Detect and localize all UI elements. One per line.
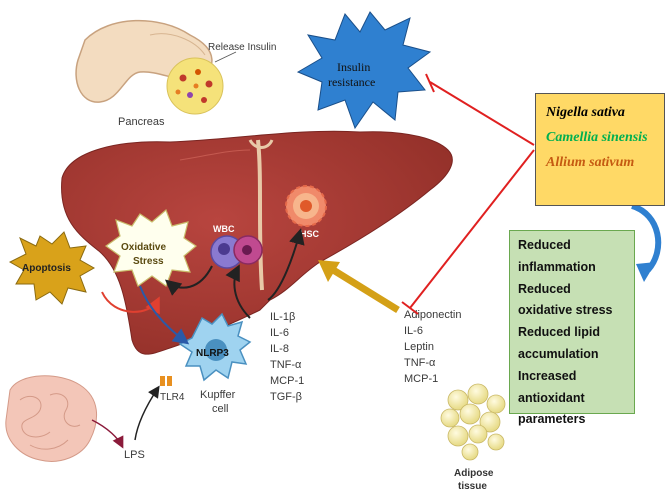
cytokine-item: IL-8 — [270, 343, 289, 355]
adipokine-item: MCP-1 — [404, 373, 438, 385]
lps-to-tlr4-arrow — [134, 385, 160, 441]
nlrp3-label: NLRP3 — [196, 348, 229, 359]
adipose-tissue — [440, 383, 506, 461]
wbc-label: WBC — [213, 224, 235, 234]
hsc-cell — [285, 185, 327, 227]
oxidative-stress-line2: Stress — [133, 256, 164, 267]
cytokine-item: MCP-1 — [270, 375, 304, 387]
lps-label: LPS — [124, 449, 145, 461]
herb-to-effects-arrow — [630, 203, 662, 282]
islet-pointer — [214, 51, 237, 63]
adipokine-list: Adiponectin IL-6 Leptin TNF-α MCP-1 — [404, 309, 462, 385]
effect-line: Reduced — [518, 281, 571, 296]
adipokine-item: IL-6 — [404, 325, 423, 337]
oxidative-stress-line1: Oxidative — [121, 242, 166, 253]
herb-nigella: Nigella sativa — [546, 105, 625, 120]
pancreas-label: Pancreas — [118, 116, 165, 128]
insulin-resistance-burst — [296, 11, 432, 130]
apoptosis-burst — [8, 231, 96, 305]
effect-line: accumulation — [518, 346, 599, 361]
herb-inhibition-lines — [401, 73, 535, 315]
adipokine-item: Adiponectin — [404, 309, 462, 321]
release-insulin-label: Release Insulin — [208, 42, 276, 53]
oxidative-to-apoptosis-arrow — [101, 291, 160, 315]
effect-line: inflammation — [518, 259, 596, 274]
wbc-to-oxidative-arrow — [164, 265, 213, 296]
herb-allium: Allium sativum — [546, 155, 635, 170]
kupffer-line1: Kupffer — [200, 389, 236, 401]
effect-line: antioxidant — [518, 390, 585, 405]
effect-line: Reduced lipid — [518, 325, 600, 340]
oxidative-to-nlrp3-arrow — [139, 285, 190, 345]
cytokine-item: TGF-β — [270, 391, 302, 403]
intestine-organ — [5, 375, 98, 462]
adipokine-to-hsc-arrow — [318, 260, 400, 313]
kupffer-line2: cell — [212, 403, 229, 415]
wbc-cells — [210, 235, 263, 269]
effect-line: parameters — [518, 412, 586, 427]
effect-line: Increased — [518, 368, 577, 383]
insulin-resistance-line1: Insulin — [337, 60, 370, 74]
cytokine-item: IL-1β — [270, 311, 295, 323]
intestine-to-lps-arrow — [91, 419, 124, 449]
hsc-label: HSC — [300, 229, 320, 239]
insulin-resistance-line2: resistance — [328, 75, 375, 89]
adipokine-item: TNF-α — [404, 357, 436, 369]
effect-line: oxidative stress — [518, 303, 613, 318]
tlr4-label: TLR4 — [160, 392, 185, 403]
kupffer-cytokine-list: IL-1β IL-6 IL-8 TNF-α MCP-1 TGF-β — [270, 311, 304, 403]
cytokine-item: IL-6 — [270, 327, 289, 339]
herb-box: Nigella sativa Camellia sinensis Allium … — [535, 93, 665, 206]
effect-line: Reduced — [518, 238, 571, 252]
adipose-line2: tissue — [458, 481, 487, 492]
cytokines-to-hsc-arrow — [267, 228, 305, 301]
adipokine-item: Leptin — [404, 341, 434, 353]
apoptosis-label: Apoptosis — [22, 263, 71, 274]
cytokines-to-wbc-arrow — [225, 264, 251, 319]
tlr4-receptor — [160, 376, 172, 386]
herb-camellia: Camellia sinensis — [546, 130, 648, 145]
adipose-line1: Adipose — [454, 468, 494, 479]
nlrp3-kupffer-cell — [178, 312, 252, 382]
pancreatic-islet — [166, 57, 224, 115]
effects-box: Reduced inflammation Reduced oxidative s… — [509, 230, 635, 426]
cytokine-item: TNF-α — [270, 359, 302, 371]
